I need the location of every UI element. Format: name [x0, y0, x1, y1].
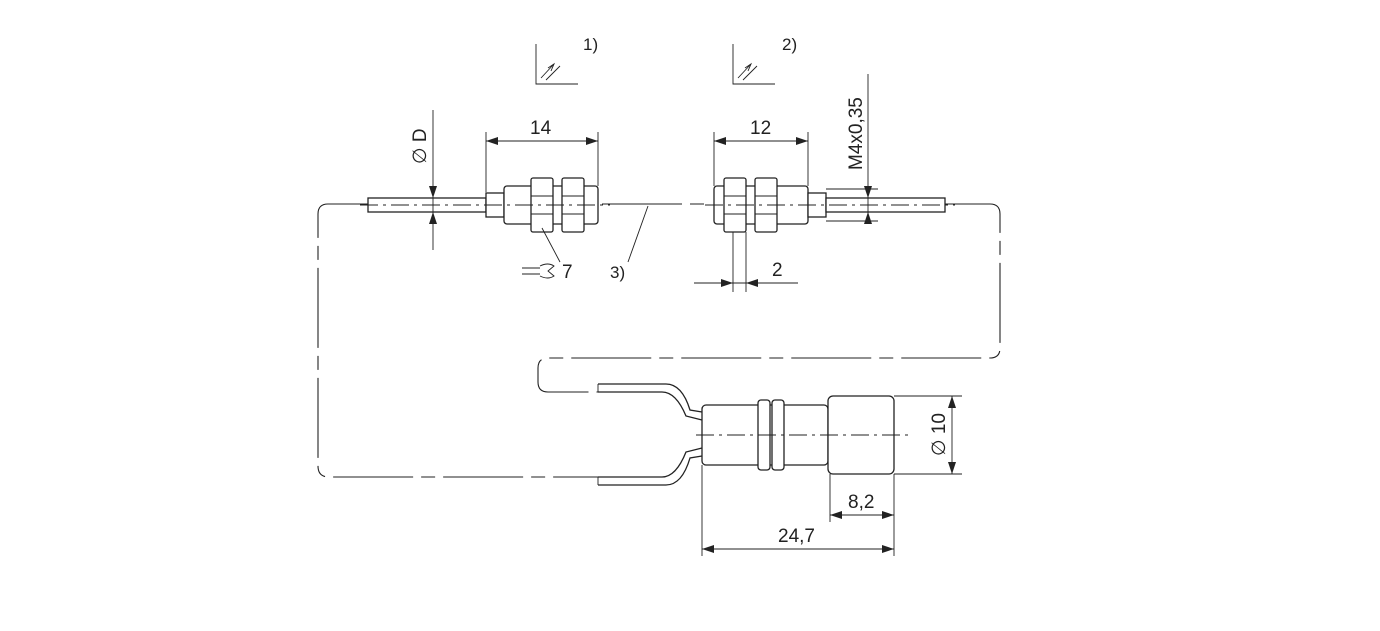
dim-diameter-d: [429, 110, 437, 250]
sensor-right: [705, 177, 955, 233]
connector-housing: [597, 383, 908, 486]
installation-symbol-1: [535, 44, 578, 85]
dim-12: [713, 132, 809, 186]
dim-diameter-d-label: ∅ D: [410, 128, 431, 164]
dim-24-7: [701, 465, 894, 556]
installation-symbol-2: [732, 44, 775, 85]
dim-2: [694, 232, 798, 292]
dim-12-label: 12: [750, 118, 771, 139]
sensor-left: [360, 177, 610, 233]
dim-14: [485, 132, 599, 192]
note-1-label: 1): [583, 35, 598, 54]
note-3-leader: [627, 205, 649, 263]
dim-8-2-label: 8,2: [848, 492, 874, 513]
cable-right: [537, 203, 1001, 393]
wrench-size-label: 7: [562, 262, 573, 283]
dim-8-2: [829, 474, 895, 556]
dim-24-7-label: 24,7: [778, 526, 815, 547]
cable-loop: [317, 203, 598, 478]
wrench-icon: [522, 227, 561, 279]
dim-thread: [826, 74, 878, 224]
dim-thread-label: M4x0,35: [846, 97, 867, 170]
note-3-label: 3): [610, 263, 625, 282]
dim-diameter-10: [894, 395, 962, 475]
note-2-label: 2): [782, 35, 797, 54]
dim-2-label: 2: [772, 260, 783, 281]
dim-14-label: 14: [530, 118, 552, 139]
dim-diameter-10-label: ∅ 10: [929, 413, 950, 456]
